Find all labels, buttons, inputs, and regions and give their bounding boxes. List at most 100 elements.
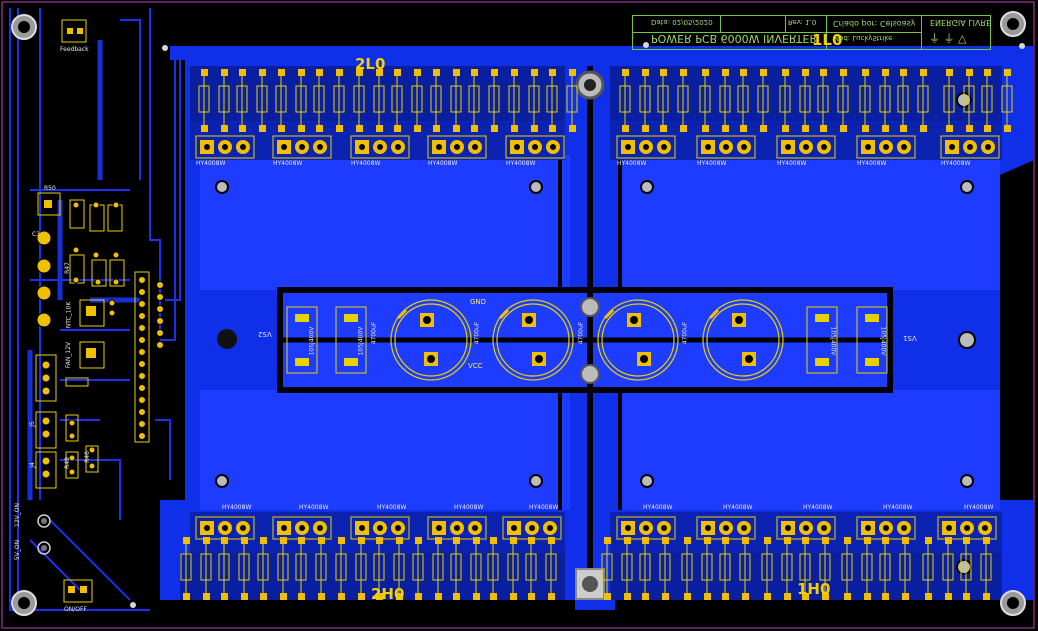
transistor-bottom [195,516,255,540]
resistor-top [779,69,791,132]
resistor-bottom [841,537,853,600]
r50-label: R50 [44,185,56,192]
feedback-label: Feedback [60,46,89,53]
transistor-top [940,135,1000,159]
c3-label: C3 [32,231,41,238]
net-label-2l0: 2L0 [355,55,386,73]
resistor-top [333,69,345,132]
resistor-bottom [980,537,992,600]
resistor-bottom [295,537,307,600]
transistor-bottom-label: HY4008W [222,504,252,511]
resistor-top [1001,69,1013,132]
resistor-top [508,69,520,132]
transistor-top [427,135,487,159]
resistor-top [677,69,689,132]
resistor-bottom [621,537,633,600]
transistor-top-label: HY4008W [506,160,536,167]
ntc-label: NTC_10K [65,301,73,329]
film-cap-value-1: 105J400V [308,326,316,356]
resistor-bottom [739,537,751,600]
transistor-top [272,135,332,159]
transistor-bottom [856,516,916,540]
resistor-bottom [639,537,651,600]
transistor-bottom [272,516,332,540]
resistor-top [353,69,365,132]
transistor-top-label: HY4008W [351,160,381,167]
r46-label: R46 [83,451,91,463]
transistor-bottom-label: HY4008W [299,504,329,511]
resistor-top [373,69,385,132]
fan-label: FAN_12V [65,341,73,369]
resistor-top [817,69,829,132]
resistor-top [719,69,731,132]
resistor-top [757,69,769,132]
resistor-top [528,69,540,132]
transistor-bottom [427,516,487,540]
title-block: Data: 02/05/2020 Rev: 1.0 Criado por: Ce… [632,15,991,50]
led-12v-label: 12V_ON [13,503,21,527]
resistor-top [468,69,480,132]
resistor-bottom [487,537,499,600]
on-off-label: ON/OFF [64,606,87,613]
resistor-top [411,69,423,132]
r49-label: R49 [63,457,71,469]
resistor-top [295,69,307,132]
resistor-top [837,69,849,132]
resistor-top [897,69,909,132]
resistor-bottom [781,537,793,600]
resistor-bottom [659,537,671,600]
resistor-bottom [507,537,519,600]
j4-label: J4 [28,462,36,468]
resistor-bottom [761,537,773,600]
resistor-top [963,69,975,132]
transistor-bottom [350,516,410,540]
vcc-label: VCC [468,362,483,370]
transistor-bottom-label: HY4008W [883,504,913,511]
resistor-bottom [719,537,731,600]
resistor-bottom [257,537,269,600]
resistor-top [546,69,558,132]
resistor-top [218,69,230,132]
net-label-2h0: 2H0 [371,585,405,603]
transistor-top [776,135,836,159]
resistor-top [275,69,287,132]
resistor-top [566,69,578,132]
resistor-top [737,69,749,132]
transistor-top-label: HY4008W [941,160,971,167]
resistor-bottom [393,537,405,600]
pin-header [134,271,164,443]
resistor-top [198,69,210,132]
transistor-top-label: HY4008W [428,160,458,167]
j5-label: J5 [28,421,36,427]
transistor-top [616,135,676,159]
transistor-bottom-label: HY4008W [529,504,559,511]
transistor-top-label: HY4008W [196,160,226,167]
resistor-bottom [525,537,537,600]
resistor-bottom [701,537,713,600]
resistor-bottom [960,537,972,600]
resistor-bottom [200,537,212,600]
cap-value-2: 4700uF [473,321,481,345]
r47-label: R47 [63,262,71,274]
transistor-top [195,135,255,159]
resistor-bottom [238,537,250,600]
gnd-label: GND [470,298,487,306]
resistor-bottom [180,537,192,600]
net-label-1l0: 1L0 [812,31,843,49]
resistor-bottom [879,537,891,600]
resistor-top [430,69,442,132]
resistor-bottom [861,537,873,600]
transistor-top-label: HY4008W [273,160,303,167]
resistor-bottom [942,537,954,600]
resistor-bottom [355,537,367,600]
resistor-top [879,69,891,132]
resistor-top [657,69,669,132]
resistor-bottom [799,537,811,600]
resistor-top [619,69,631,132]
capacitor-group [390,299,784,381]
resistor-bottom [922,537,934,600]
vs2-label: VS2 [258,330,272,338]
resistor-top [699,69,711,132]
resistor-top [943,69,955,132]
resistor-top [639,69,651,132]
